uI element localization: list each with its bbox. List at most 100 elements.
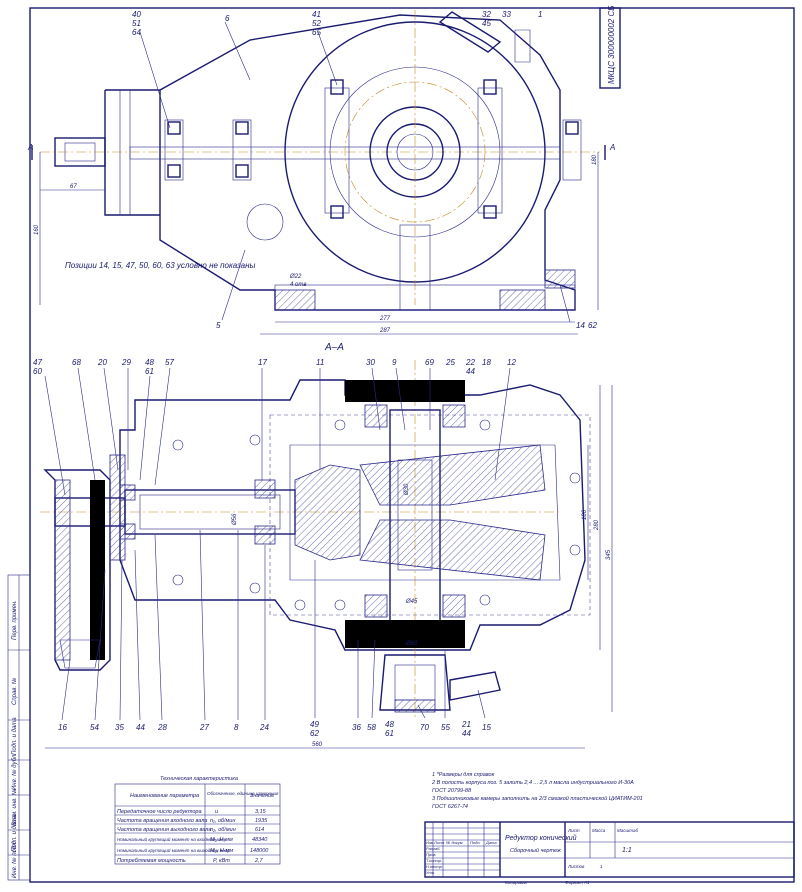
balloon-32: 32: [482, 10, 491, 19]
balloon-s-15: 15: [482, 723, 491, 732]
tech-table-title: Техническая характеристика: [160, 776, 238, 782]
stamp-label-3: Инв. № дубл.: [11, 753, 18, 790]
section-top-balloons: 47 60 68 20 29 48 61 57 17 11 30 9 69 25: [33, 358, 516, 496]
balloon-s-48: 48: [145, 358, 154, 367]
note-0: 1 *Размеры для справок: [432, 772, 495, 778]
tb-format: Формат А1: [565, 880, 590, 885]
dim-280: 280: [594, 519, 600, 531]
tb-mass-label: Масса: [592, 828, 606, 833]
balloon-s-44b: 44: [136, 723, 145, 732]
tech-r5-c2: 2,7: [254, 858, 264, 864]
balloon-s-69: 69: [425, 358, 434, 367]
balloon-s-58: 58: [367, 723, 376, 732]
balloon-s-70: 70: [420, 723, 429, 732]
tb-name: Редуктор конический: [505, 834, 577, 842]
tb-sheet-label: Лист: [567, 828, 580, 833]
tech-r4-c2: 148000: [250, 848, 269, 854]
tech-r4-c1: M₂, Н·мм: [210, 848, 233, 854]
top-view: А А 67 160 277 287 180 Ø22 4 отв Позиции…: [27, 10, 615, 335]
note-4: ГОСТ 6267-74: [432, 804, 468, 810]
tech-r3-c2: 48340: [252, 837, 268, 843]
balloon-s-29: 29: [121, 358, 131, 367]
dim-hole-count: 4 отв: [290, 282, 306, 288]
balloon-1: 1: [538, 10, 542, 19]
tech-r3-c0: Номинальный крутящий момент на входном в…: [117, 836, 227, 842]
stamp-label-0: Перв. примен.: [12, 600, 18, 640]
stamp-label-6: Инв. № подл.: [11, 841, 18, 878]
tb-role-7: Т.контр.: [426, 858, 442, 863]
balloon-s-36: 36: [352, 723, 361, 732]
balloon-s-21: 21: [461, 720, 471, 729]
balloon-s-60: 60: [33, 367, 42, 376]
note-3: 3 Подшипниковые камеры заполнить на 2/3 …: [432, 795, 643, 802]
drawing-code: МКЦС 300000002 СБ: [607, 6, 616, 84]
top-balloons: 40 51 64 6 41 52 65 32 45 33 1 5 14 62: [132, 10, 597, 330]
section-mark-left: А: [27, 143, 33, 152]
tb-role-6: Пров.: [426, 852, 437, 857]
tech-r0-c0: Передаточное число редуктора: [117, 809, 202, 815]
balloon-s-49: 49: [310, 720, 319, 729]
stamp-label-4: Взам. инв. №: [11, 788, 18, 826]
dim-d45: Ø45: [405, 599, 418, 605]
balloon-33: 33: [502, 10, 511, 19]
balloon-s-11: 11: [316, 358, 324, 367]
tb-subtitle: Сборочный чертеж: [510, 847, 561, 854]
balloon-s-20: 20: [97, 358, 107, 367]
balloon-s-8: 8: [234, 723, 239, 732]
dim-180: 180: [592, 154, 598, 165]
tech-r1-c1: n₁, об/мин: [210, 818, 235, 824]
tech-r2-c0: Частота вращения выходного вала: [117, 827, 211, 833]
tech-r4-c0: Номинальный крутящий момент на выходном …: [117, 847, 230, 853]
balloon-s-9: 9: [392, 358, 397, 367]
balloon-s-27: 27: [199, 723, 209, 732]
side-stamp: Перв. примен. Справ. № Подп. и дата Инв.…: [7, 574, 31, 881]
balloon-s-12: 12: [507, 358, 516, 367]
tech-r5-c0: Потребляемая мощность: [117, 858, 186, 864]
balloon-s-44c: 44: [462, 729, 471, 738]
balloon-51: 51: [132, 19, 141, 28]
balloon-64: 64: [132, 28, 141, 37]
tb-scale-label: Масштаб: [617, 828, 638, 833]
balloon-65: 65: [312, 28, 321, 37]
tech-r3-c1: M₁, Н·мм: [210, 837, 233, 843]
tb-copied: Копировал: [505, 880, 528, 885]
balloon-52: 52: [312, 19, 321, 28]
tb-sheets-label: Листов: [567, 864, 585, 869]
section-mark-right: А: [609, 143, 615, 152]
balloon-5: 5: [216, 321, 221, 330]
section-view: А–А: [33, 342, 613, 749]
balloon-s-17: 17: [258, 358, 267, 367]
balloon-62: 62: [588, 321, 597, 330]
balloon-41: 41: [312, 10, 321, 19]
tb-role-4: Дата: [485, 840, 497, 845]
technical-notes: 1 *Размеры для справок 2 В полость корпу…: [431, 772, 643, 810]
dim-160: 160: [34, 224, 40, 235]
dim-560: 560: [312, 742, 323, 748]
balloon-s-25: 25: [445, 358, 455, 367]
balloon-s-24: 24: [259, 723, 269, 732]
balloon-s-47: 47: [33, 358, 42, 367]
tech-r0-c1: u: [215, 809, 218, 815]
tb-role-8: Н.контр.: [426, 864, 443, 869]
tech-r0-c2: 3,15: [255, 809, 267, 815]
balloon-14: 14: [576, 321, 585, 330]
tech-characteristics-table: Техническая характеристика Наименование …: [114, 776, 281, 865]
tech-r2-c2: 614: [255, 827, 264, 833]
dim-345: 345: [606, 549, 612, 560]
dim-186: 186: [582, 509, 588, 520]
dim-287: 287: [379, 328, 391, 334]
stamp-label-5: Подп. и дата: [12, 814, 18, 852]
balloon-45: 45: [482, 19, 491, 28]
balloon-s-28: 28: [157, 723, 167, 732]
tb-role-0: Изм: [426, 840, 434, 845]
tb-scale-value: 1:1: [622, 847, 632, 854]
note-not-shown: Позиции 14, 15, 47, 50, 60, 63 условно н…: [65, 261, 256, 270]
balloon-s-55: 55: [441, 723, 450, 732]
dim-d30: Ø30: [404, 483, 410, 496]
tb-role-9: Утв.: [426, 870, 435, 875]
dim-277: 277: [379, 316, 391, 322]
balloon-s-62: 62: [310, 729, 319, 738]
drawing-code-box: МКЦС 300000002 СБ: [599, 6, 621, 89]
balloon-40: 40: [132, 10, 141, 19]
